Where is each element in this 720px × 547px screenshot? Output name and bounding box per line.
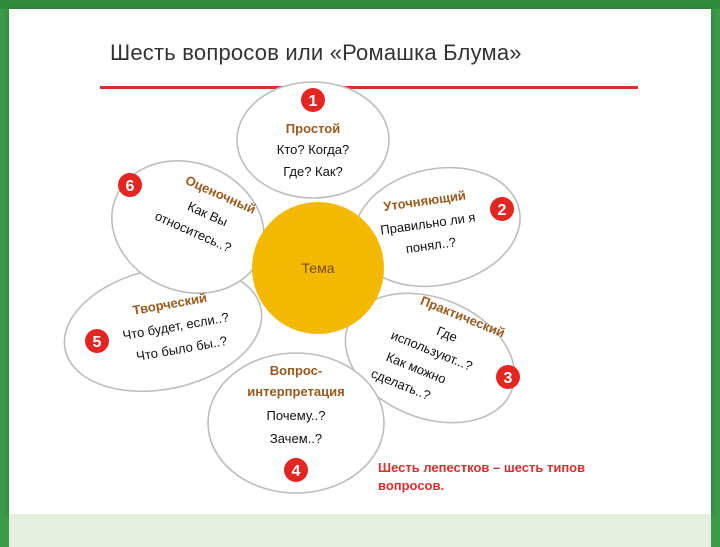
slide-title: Шесть вопросов или «Ромашка Блума» [110, 40, 522, 65]
badge-2 [490, 197, 514, 221]
badge-3-number: 3 [504, 370, 513, 387]
petal-4-title-line-1: Вопрос- [270, 363, 322, 378]
footnote-line-2: вопросов. [378, 478, 445, 493]
petal-1 [236, 81, 390, 199]
petal-4-content: Вопрос- интерпретация Почему..? Зачем..?… [247, 363, 345, 482]
badge-4-number: 4 [292, 463, 301, 480]
badge-6-number: 6 [126, 178, 135, 195]
petal-1-title: Простой [286, 121, 340, 136]
badge-6 [118, 173, 142, 197]
title-underline [100, 86, 638, 89]
petal-1-line-2: Где? Как? [283, 164, 343, 179]
center-label: Тема [302, 260, 335, 276]
bottom-band [9, 514, 711, 547]
footnote-line-1: Шесть лепестков – шесть типов [378, 460, 586, 475]
petal-4-line-1: Почему..? [266, 408, 325, 423]
badge-5 [85, 329, 109, 353]
badge-4 [284, 458, 308, 482]
petal-4-title-line-2: интерпретация [247, 384, 344, 399]
badge-2-number: 2 [498, 202, 507, 219]
center-circle [252, 202, 384, 334]
petal-1-line-1: Кто? Когда? [277, 142, 349, 157]
petal-4-line-2: Зачем..? [270, 431, 322, 446]
badge-1-number: 1 [309, 93, 318, 110]
badge-5-number: 5 [93, 334, 102, 351]
petal-4 [207, 352, 385, 494]
petal-1-content: 1 Простой Кто? Когда? Где? Как? [277, 88, 349, 179]
badge-1 [301, 88, 325, 112]
petal-3-line-1: Где [435, 323, 460, 345]
petal-2-line-2: понял..? [405, 234, 457, 256]
badge-3 [496, 365, 520, 389]
footnote: Шесть лепестков – шесть типов вопросов. [378, 459, 585, 495]
